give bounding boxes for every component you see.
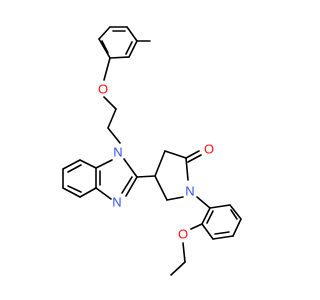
bond	[128, 40, 138, 58]
bond	[107, 108, 117, 129]
bond	[196, 196, 211, 209]
bond	[126, 26, 138, 42]
bond	[98, 26, 111, 40]
bond	[229, 204, 242, 220]
bond	[136, 175, 156, 178]
atom-labels: O N N O N O	[98, 82, 214, 242]
bond	[185, 150, 200, 159]
nitrogen-atom-label: N	[112, 195, 121, 210]
bond	[107, 127, 121, 144]
bond	[154, 150, 166, 177]
bond	[95, 187, 112, 200]
bond	[67, 185, 82, 193]
bond	[201, 223, 214, 240]
bond	[121, 176, 133, 194]
molecule-structure: O N N O N O	[62, 26, 242, 276]
bond	[214, 231, 230, 235]
bond	[164, 150, 187, 159]
bond-lines	[62, 26, 242, 276]
bond	[154, 175, 168, 201]
bond	[206, 210, 214, 224]
nitrogen-atom-label: N	[113, 145, 122, 160]
bond	[187, 154, 202, 163]
bond	[170, 261, 186, 276]
bond	[212, 235, 234, 240]
bond	[230, 209, 238, 220]
bond	[109, 56, 130, 59]
bond	[95, 159, 113, 169]
bond	[101, 40, 109, 54]
bond	[103, 57, 111, 81]
oxygen-atom-label: O	[178, 227, 188, 242]
bond	[125, 41, 133, 55]
bond	[67, 164, 82, 173]
bond	[232, 218, 242, 237]
bond	[182, 242, 186, 263]
bond	[190, 223, 203, 230]
bond	[201, 207, 211, 225]
nitrogen-atom-label: N	[185, 184, 194, 199]
bond	[125, 176, 138, 197]
bond	[79, 159, 97, 169]
bond	[185, 157, 189, 181]
bond	[209, 204, 231, 209]
bond	[123, 158, 138, 178]
molecule-diagram: O N N O N O	[62, 26, 242, 276]
oxygen-atom-label: O	[204, 142, 214, 157]
bond	[62, 187, 81, 198]
oxygen-atom-label: O	[98, 82, 108, 97]
bond	[62, 159, 81, 170]
bond	[103, 96, 117, 110]
bond	[166, 196, 184, 201]
bond	[79, 187, 97, 198]
bond	[98, 38, 111, 59]
